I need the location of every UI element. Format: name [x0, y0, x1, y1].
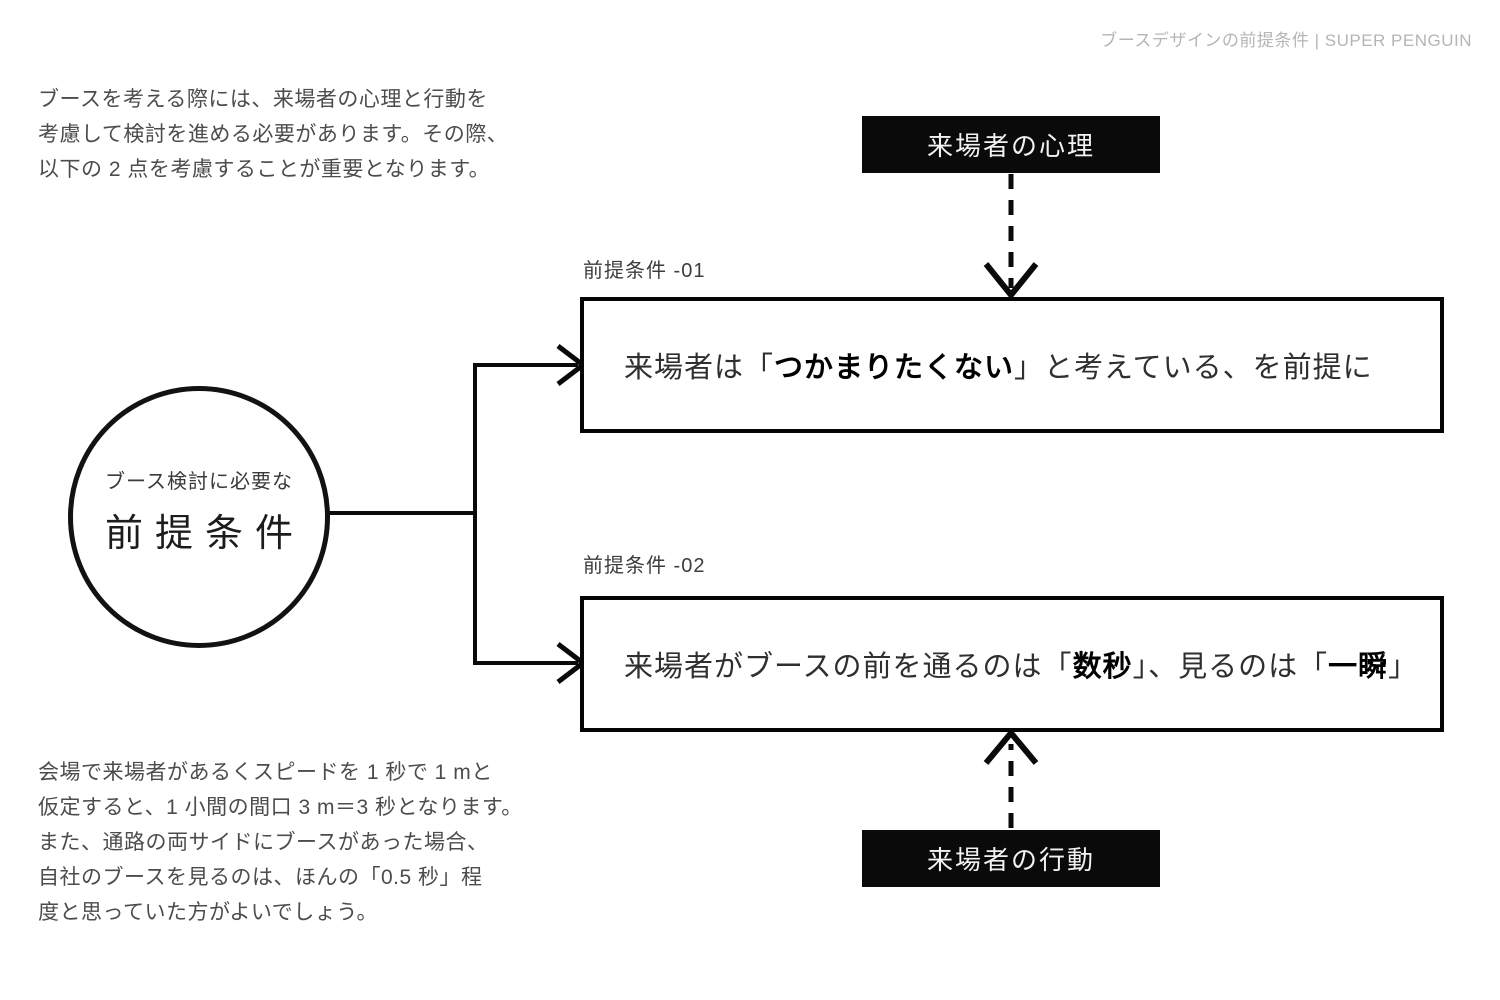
box2: 来場者がブースの前を通るのは「数秒」、見るのは「一瞬」 [580, 596, 1444, 732]
psychology-tag: 来場者の心理 [862, 116, 1160, 173]
circle-title: 前提条件 [104, 513, 305, 555]
behavior-tag: 来場者の行動 [862, 830, 1160, 887]
behavior-arrowhead-icon [983, 728, 1039, 765]
box1: 来場者は「つかまりたくない」と考えている、を前提に [580, 297, 1444, 433]
box1-text: 来場者は「つかまりたくない」と考えている、を前提に [624, 352, 1373, 384]
box2-label: 前提条件 -02 [583, 555, 706, 577]
header-title: ブースデザインの前提条件 | SUPER PENGUIN [1100, 31, 1472, 50]
footer-paragraph: 会場で来場者があるくスピードを 1 秒で 1 mと 仮定すると、1 小間の間口 … [38, 761, 523, 924]
prerequisites-circle: ブース検討に必要な 前提条件 [68, 386, 330, 648]
intro-paragraph: ブースを考える際には、来場者の心理と行動を 考慮して検討を進める必要があります。… [38, 88, 509, 181]
psychology-arrowhead-icon [983, 262, 1039, 300]
box1-label: 前提条件 -01 [583, 260, 706, 282]
box2-text: 来場者がブースの前を通るのは「数秒」、見るのは「一瞬」 [624, 651, 1419, 683]
circle-subtitle: ブース検討に必要な [105, 471, 293, 493]
